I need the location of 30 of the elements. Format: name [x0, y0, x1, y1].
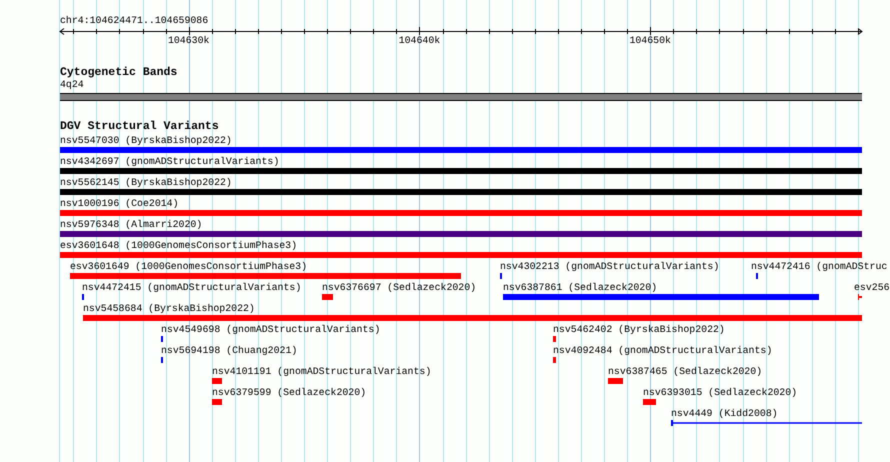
variant-label: esv3601649 (1000GenomesConsortiumPhase3) — [70, 261, 308, 272]
variant-label: nsv5562145 (ByrskaBishop2022) — [60, 177, 232, 188]
variant-label: nsv4472415 (gnomADStructuralVariants) — [82, 282, 302, 293]
variant-label: nsv6379599 (Sedlazeck2020) — [212, 387, 366, 398]
tick-label: 104640k — [398, 35, 440, 46]
band-label: 4q24 — [60, 79, 84, 90]
variant-label: nsv4101191 (gnomADStructuralVariants) — [212, 366, 432, 377]
variant-label: nsv4472416 (gnomADStruc — [751, 261, 888, 272]
variant-label: esv3601648 (1000GenomesConsortiumPhase3) — [60, 240, 298, 251]
variant-label: nsv5547030 (ByrskaBishop2022) — [60, 135, 232, 146]
tick-label: 104650k — [629, 35, 671, 46]
tick-label: 104630k — [168, 35, 210, 46]
location-label: chr4:104624471..104659086 — [60, 15, 208, 26]
variant-label: nsv4342697 (gnomADStructuralVariants) — [60, 156, 280, 167]
track-title: DGV Structural Variants — [60, 121, 219, 133]
track-title: Cytogenetic Bands — [60, 67, 178, 79]
variant-label: nsv5462402 (ByrskaBishop2022) — [553, 324, 725, 335]
variant-label: nsv4302213 (gnomADStructuralVariants) — [500, 261, 720, 272]
variant-label: nsv6387465 (Sedlazeck2020) — [608, 366, 762, 377]
variant-label: esv256 — [854, 282, 890, 293]
variant-label: nsv1000196 (Coe2014) — [60, 198, 179, 209]
variant-label: nsv4549698 (gnomADStructuralVariants) — [161, 324, 380, 335]
variant-label: nsv4449 (Kidd2008) — [671, 408, 778, 419]
variant-label: nsv4092484 (gnomADStructuralVariants) — [553, 345, 772, 356]
variant-label: nsv5694198 (Chuang2021) — [161, 345, 298, 356]
variant-label: nsv5976348 (Almarri2020) — [60, 219, 202, 230]
variant-label: nsv6376697 (Sedlazeck2020) — [322, 282, 476, 293]
variant-label: nsv5458684 (ByrskaBishop2022) — [83, 303, 255, 314]
variant-label: nsv6393015 (Sedlazeck2020) — [643, 387, 798, 398]
variant-label: nsv6387861 (Sedlazeck2020) — [503, 282, 658, 293]
